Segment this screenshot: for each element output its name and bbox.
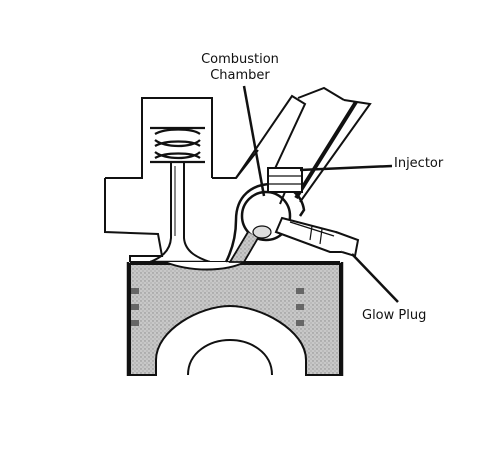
valve-spring	[150, 126, 205, 164]
label-combustion-line1: Combustion	[201, 52, 279, 67]
label-combustion-line2: Chamber	[210, 68, 270, 83]
leader-lines	[242, 85, 399, 303]
label-injector: Injector	[394, 156, 444, 171]
label-glow-plug: Glow Plug	[362, 308, 427, 323]
cylinder-wall	[126, 262, 344, 376]
glow-plug	[274, 216, 360, 258]
injector-body	[235, 86, 372, 205]
piston	[129, 261, 341, 376]
label-combustion-chamber: Combustion Chamber	[188, 52, 292, 84]
leader-injector	[299, 164, 393, 172]
leader-glow-plug	[351, 253, 399, 303]
leader-combustion-chamber	[242, 85, 266, 197]
intake-valve	[149, 162, 211, 264]
